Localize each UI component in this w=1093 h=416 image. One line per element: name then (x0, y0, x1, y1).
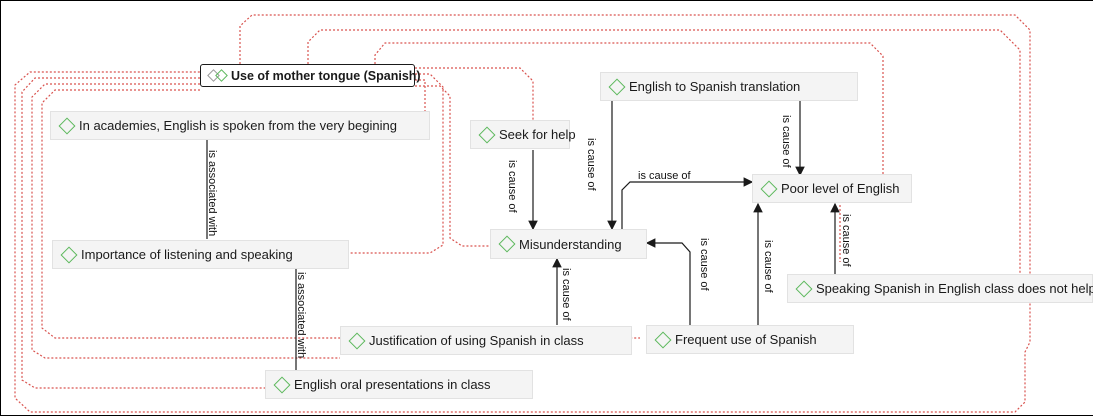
node-label: English to Spanish translation (629, 79, 801, 94)
arrow-misunderstanding-to-poor (621, 177, 754, 229)
relation-label-cause: is cause of (762, 240, 774, 293)
code-group-icon (207, 69, 228, 82)
node-academies[interactable]: In academies, English is spoken from the… (50, 111, 430, 140)
code-icon (760, 180, 778, 197)
node-frequent-use[interactable]: Frequent use of Spanish (646, 325, 854, 354)
node-label: Poor level of English (781, 181, 900, 196)
relation-label-cause: is cause of (638, 170, 691, 182)
node-importance[interactable]: Importance of listening and speaking (52, 240, 349, 269)
node-oral-presentations[interactable]: English oral presentations in class (265, 370, 533, 399)
relation-label-cause: is cause of (698, 238, 710, 291)
code-icon (58, 117, 76, 134)
node-label: Importance of listening and speaking (81, 247, 293, 262)
dotted-link-frequent (21, 77, 265, 389)
node-mother-tongue[interactable]: Use of mother tongue (Spanish) (200, 64, 421, 87)
node-speaking-spanish[interactable]: Speaking Spanish in English class does n… (787, 274, 1093, 303)
node-label: Seek for help (499, 127, 576, 142)
node-seek-help[interactable]: Seek for help (470, 120, 576, 149)
relation-label-cause: is cause of (840, 214, 852, 267)
dotted-link-misunderstanding-2 (415, 85, 490, 247)
node-label: Speaking Spanish in English class does n… (816, 281, 1093, 296)
dotted-link-importance (350, 73, 444, 254)
code-icon (654, 331, 672, 348)
relation-label-associated: is associated with (206, 150, 218, 237)
relation-label-cause: is cause of (585, 138, 597, 191)
node-label: Justification of using Spanish in class (369, 333, 584, 348)
code-icon (498, 235, 516, 253)
dotted-link-outer (14, 14, 1031, 413)
dotted-link-misunderstanding (415, 67, 534, 130)
dotted-link-justification (31, 83, 340, 359)
dotted-link-top-2 (374, 42, 884, 185)
node-misunderstanding[interactable]: Misunderstanding (490, 229, 647, 259)
node-label: Frequent use of Spanish (675, 332, 817, 347)
code-icon (348, 332, 366, 349)
code-icon (478, 126, 496, 143)
dotted-link-top-1 (307, 29, 1021, 280)
relation-label-associated: is associated with (295, 272, 307, 359)
node-label: Misunderstanding (519, 236, 622, 252)
node-english-to-spanish[interactable]: English to Spanish translation (600, 72, 858, 101)
node-label: Use of mother tongue (Spanish) (231, 68, 421, 83)
dotted-link-frequent-use (41, 89, 640, 339)
node-label: In academies, English is spoken from the… (79, 118, 397, 133)
relation-label-cause: is cause of (506, 160, 518, 213)
code-icon (795, 280, 813, 297)
dotted-link-academies (410, 79, 426, 126)
arrow-frequent-to-misunderstanding (645, 238, 691, 325)
relation-label-cause: is cause of (560, 268, 572, 321)
code-icon (60, 246, 78, 263)
relation-label-cause: is cause of (780, 115, 792, 168)
code-icon (273, 376, 291, 393)
code-icon (608, 78, 626, 95)
node-poor-level[interactable]: Poor level of English (752, 174, 912, 203)
node-justification[interactable]: Justification of using Spanish in class (340, 326, 632, 355)
node-label: English oral presentations in class (294, 377, 491, 392)
